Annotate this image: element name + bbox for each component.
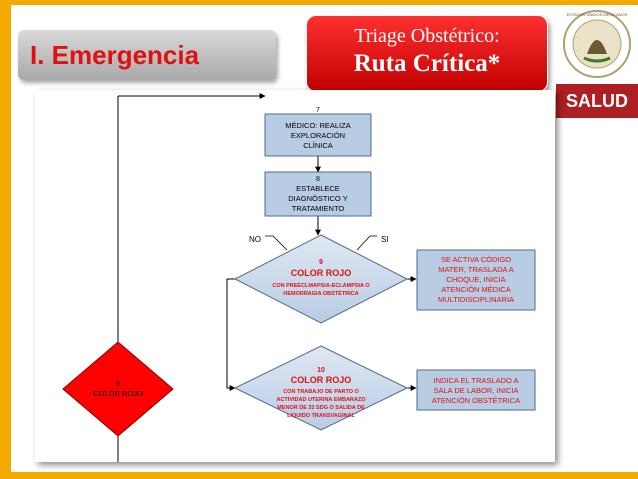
svg-text:9: 9 <box>319 259 323 266</box>
svg-text:COLOR ROJO: COLOR ROJO <box>93 389 143 398</box>
svg-text:MENOR DE 32 SDG O SALIDA DE: MENOR DE 32 SDG O SALIDA DE <box>277 405 365 411</box>
section-label: I. Emergencia <box>30 39 200 70</box>
svg-text:MATER, TRASLADA A: MATER, TRASLADA A <box>438 265 514 274</box>
label-si: SI <box>356 235 389 251</box>
salud-logo-text: SALUD <box>566 90 628 111</box>
title-badge: Triage Obstétrico: Ruta Crítica* <box>306 15 548 92</box>
svg-text:LIQUIDO TRANSVAGINAL: LIQUIDO TRANSVAGINAL <box>287 413 355 419</box>
flowchart-frame: NO SI 7 MÉDICO: REALIZA EXPLORACIÓN CLÍN… <box>35 90 555 462</box>
action-traslado-labor: INDICA EL TRASLADO A SALA DE LABOR, INIC… <box>416 369 536 411</box>
svg-text:CON TRABAJO DE PARTO O: CON TRABAJO DE PARTO O <box>283 389 359 395</box>
svg-text:SE ACTIVA CÓDIGO: SE ACTIVA CÓDIGO <box>441 255 511 264</box>
title-line2: Ruta Crítica* <box>353 50 501 77</box>
label-no: NO <box>249 235 288 251</box>
node-6-color-rojo: 6 COLOR ROJO <box>62 341 174 437</box>
svg-text:SALA DE LABOR, INICIA: SALA DE LABOR, INICIA <box>433 386 518 395</box>
svg-text:DIAGNÓSTICO Y: DIAGNÓSTICO Y <box>288 194 347 203</box>
node-8-diagnostico: 8 ESTABLECE DIAGNÓSTICO Y TRATAMIENTO <box>264 171 372 217</box>
svg-text:EXPLORACIÓN: EXPLORACIÓN <box>291 131 345 140</box>
node-9-decision: 9 COLOR ROJO CON PREECLMAPSIA-ECLAMPSIA … <box>233 234 409 324</box>
svg-text:CLÍNICA: CLÍNICA <box>303 141 333 150</box>
svg-text:COLOR ROJO: COLOR ROJO <box>291 375 352 385</box>
node-7-exploracion: 7 MÉDICO: REALIZA EXPLORACIÓN CLÍNICA <box>264 107 372 157</box>
svg-text:6: 6 <box>116 381 120 388</box>
section-tab: I. Emergencia <box>18 30 276 80</box>
svg-text:NO: NO <box>249 235 261 244</box>
svg-text:CHOQUE, INICIA: CHOQUE, INICIA <box>446 275 505 284</box>
svg-text:8: 8 <box>316 176 320 183</box>
svg-text:ATENCIÓN MÉDICA: ATENCIÓN MÉDICA <box>441 285 510 294</box>
svg-text:SI: SI <box>381 235 389 244</box>
svg-text:MÉDICO: REALIZA: MÉDICO: REALIZA <box>285 121 350 130</box>
connectors <box>117 93 417 462</box>
svg-text:7: 7 <box>316 107 320 114</box>
svg-text:ESTABLECE: ESTABLECE <box>296 184 340 193</box>
seal-text: ESTADOS UNIDOS MEXICANOS <box>567 12 628 17</box>
left-accent-bar <box>0 0 11 479</box>
mexico-seal-icon: ESTADOS UNIDOS MEXICANOS <box>563 10 631 78</box>
svg-text:TRATAMIENTO: TRATAMIENTO <box>292 204 345 213</box>
svg-text:MULTIDISCIPLINARIA: MULTIDISCIPLINARIA <box>438 295 514 304</box>
svg-text:10: 10 <box>317 367 325 374</box>
svg-text:ATENCIÓN OBSTÉTRICA: ATENCIÓN OBSTÉTRICA <box>432 396 520 405</box>
bottom-accent-bar <box>0 472 638 479</box>
flowchart: NO SI 7 MÉDICO: REALIZA EXPLORACIÓN CLÍN… <box>62 93 536 462</box>
svg-text:CON PREECLMAPSIA-ECLAMPSIA O: CON PREECLMAPSIA-ECLAMPSIA O <box>272 283 370 289</box>
svg-text:COLOR ROJO: COLOR ROJO <box>291 268 352 278</box>
salud-logo: SALUD <box>556 84 638 118</box>
top-accent-bar <box>0 0 638 5</box>
svg-text:INDICA EL TRASLADO A: INDICA EL TRASLADO A <box>433 376 518 385</box>
title-line1: Triage Obstétrico: <box>354 25 500 47</box>
node-10-decision: 10 COLOR ROJO CON TRABAJO DE PARTO O ACT… <box>233 345 409 431</box>
action-codigo-mater: SE ACTIVA CÓDIGO MATER, TRASLADA A CHOQU… <box>416 249 536 311</box>
svg-text:ACTIVIDAD UTERINA EMBARAZO: ACTIVIDAD UTERINA EMBARAZO <box>276 397 366 403</box>
svg-text:HEMORRAGIA OBSTÉTRICA: HEMORRAGIA OBSTÉTRICA <box>283 289 358 297</box>
